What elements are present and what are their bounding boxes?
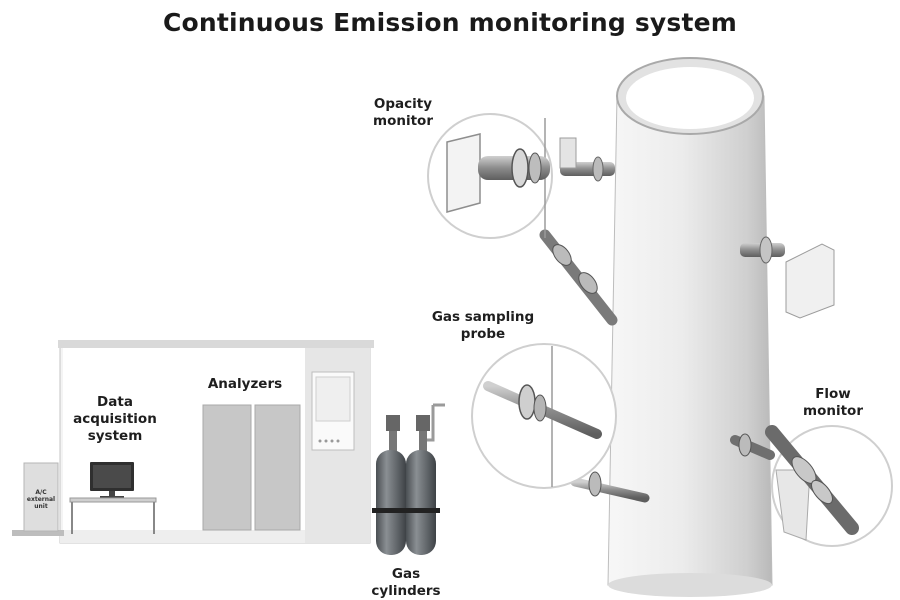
opacity-label-line1: Opacity	[373, 96, 433, 112]
opacity-receiver	[740, 236, 835, 319]
opacity-label-line2: monitor	[373, 113, 433, 129]
analyzer-cabinets	[202, 404, 301, 531]
page-title: Continuous Emission monitoring system	[162, 8, 738, 37]
gas-probe-mount	[539, 229, 618, 326]
daq-label-line3: system	[87, 428, 143, 444]
opacity-monitor-mount	[559, 137, 615, 182]
ac-label-line3: unit	[34, 503, 48, 510]
data-acquisition-desk	[69, 462, 157, 534]
gas-probe-label-line1: Gas sampling	[431, 309, 535, 325]
data-acquisition-label: Data acquisition system	[60, 394, 170, 445]
flow-label-line1: Flow	[815, 386, 851, 402]
gas-cylinders	[372, 403, 445, 555]
ac-label-line2: external	[26, 496, 56, 503]
opacity-magnifier	[427, 113, 553, 239]
analyzers-label: Analyzers	[195, 376, 295, 393]
ac-unit	[23, 462, 59, 532]
ac-label-line1: A/C	[35, 489, 47, 496]
flow-magnifier	[765, 425, 893, 547]
gas-cylinders-line1: Gas	[391, 566, 421, 582]
lower-probe-mount	[570, 471, 650, 503]
gas-cylinders-line2: cylinders	[371, 583, 441, 599]
gas-probe-label-line2: probe	[460, 326, 506, 342]
daq-label-line1: Data	[97, 394, 133, 410]
flow-monitor-label: Flow monitor	[785, 386, 881, 420]
analyzers-label-text: Analyzers	[207, 376, 283, 392]
control-box	[311, 371, 355, 451]
gas-probe-magnifier	[471, 343, 617, 489]
flow-label-line2: monitor	[803, 403, 863, 419]
ac-unit-label: A/C external unit	[22, 489, 60, 510]
chimney-stack	[607, 57, 773, 597]
gas-sampling-probe-label: Gas sampling probe	[418, 309, 548, 343]
gas-cylinders-label: Gas cylinders	[356, 566, 456, 600]
opacity-monitor-label: Opacity monitor	[355, 96, 451, 130]
daq-label-line2: acquisition	[73, 411, 157, 427]
flow-monitor-mount	[730, 433, 775, 460]
